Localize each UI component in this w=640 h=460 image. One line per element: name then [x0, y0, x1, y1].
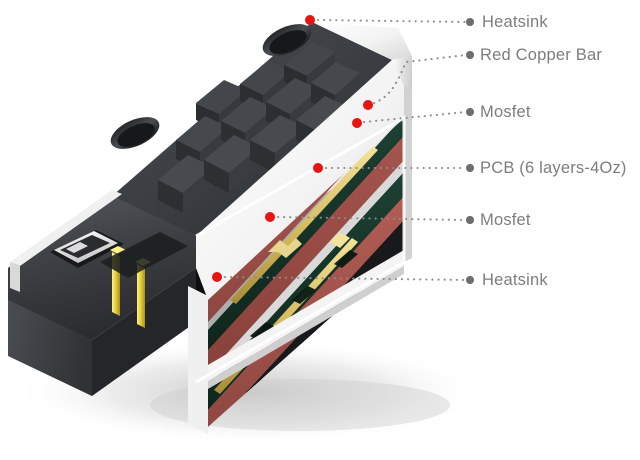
marker-pcb — [313, 163, 323, 173]
callout-bullet-pcb — [466, 164, 474, 172]
housing-front-face — [8, 300, 92, 396]
connector-socket — [50, 230, 124, 268]
marker-mosfet-upper — [352, 118, 362, 128]
leader-heatsink-top — [316, 18, 468, 24]
marker-heatsink-top — [305, 15, 315, 25]
callout-markers — [212, 15, 373, 282]
leader-mosfet-upper — [362, 110, 468, 124]
callout-label-heatsink-top: Heatsink — [482, 13, 548, 31]
marker-heatsink-bottom — [212, 272, 222, 282]
leader-red-copper-bar — [372, 53, 468, 105]
leader-lines — [223, 18, 468, 282]
mounting-hole-front — [110, 117, 160, 149]
marker-mosfet-lower — [265, 212, 275, 222]
leader-heatsink-bottom — [223, 275, 468, 282]
callout-bullet-red-copper-bar — [466, 51, 474, 59]
callout-bullet-heatsink-bottom — [466, 276, 474, 284]
housing-top-face — [8, 196, 196, 340]
callout-bullet-mosfet-lower — [466, 216, 474, 224]
chassis-cut-edge-top — [196, 60, 404, 300]
callout-label-red-copper-bar: Red Copper Bar — [480, 46, 603, 64]
callout-label-heatsink-bottom: Heatsink — [482, 271, 548, 289]
callout-bullet-heatsink-top — [466, 18, 474, 26]
chassis-top-rim — [312, 22, 412, 60]
callout-label-mosfet-upper: Mosfet — [480, 103, 531, 121]
callout-label-pcb: PCB (6 layers-4Oz) — [480, 159, 627, 177]
leader-mosfet-lower — [276, 215, 468, 222]
mounting-hole-rear — [262, 24, 312, 56]
housing-right-face — [92, 268, 196, 396]
marker-red-copper-bar — [363, 100, 373, 110]
chassis-white-trim-left — [10, 190, 122, 266]
callout-label-mosfet-lower: Mosfet — [480, 211, 531, 229]
copper-bar-middle — [208, 136, 404, 374]
chassis-left-rail — [188, 286, 208, 434]
callout-bullet-mosfet-upper — [466, 108, 474, 116]
heatsink-fin-array — [158, 42, 360, 213]
